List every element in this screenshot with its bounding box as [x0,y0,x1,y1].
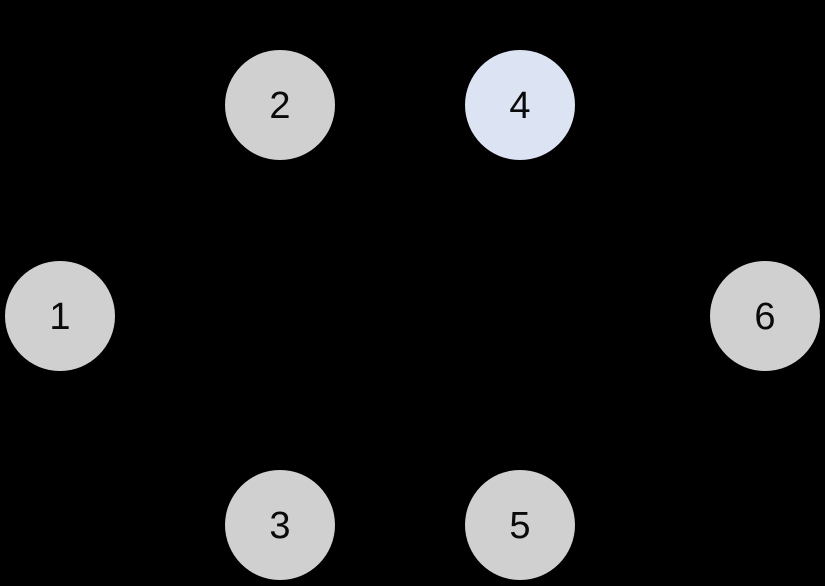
node-label-5: 5 [509,505,530,547]
node-circle-6[interactable] [710,261,820,371]
node-label-1: 1 [49,296,70,338]
node-label-4: 4 [509,85,530,127]
node-circle-1[interactable] [5,261,115,371]
node-circle-3[interactable] [225,470,335,580]
node-label-6: 6 [754,296,775,338]
node-label-2: 2 [269,85,290,127]
graph-node-5[interactable]: 5 [465,470,575,580]
node-layer: 1 2 3 4 5 6 [5,50,820,580]
graph-node-3[interactable]: 3 [225,470,335,580]
graph-node-1[interactable]: 1 [5,261,115,371]
node-circle-5[interactable] [465,470,575,580]
graph-node-6[interactable]: 6 [710,261,820,371]
node-circle-4[interactable] [465,50,575,160]
graph-node-2[interactable]: 2 [225,50,335,160]
graph-node-4[interactable]: 4 [465,50,575,160]
node-circle-2[interactable] [225,50,335,160]
node-label-3: 3 [269,505,290,547]
